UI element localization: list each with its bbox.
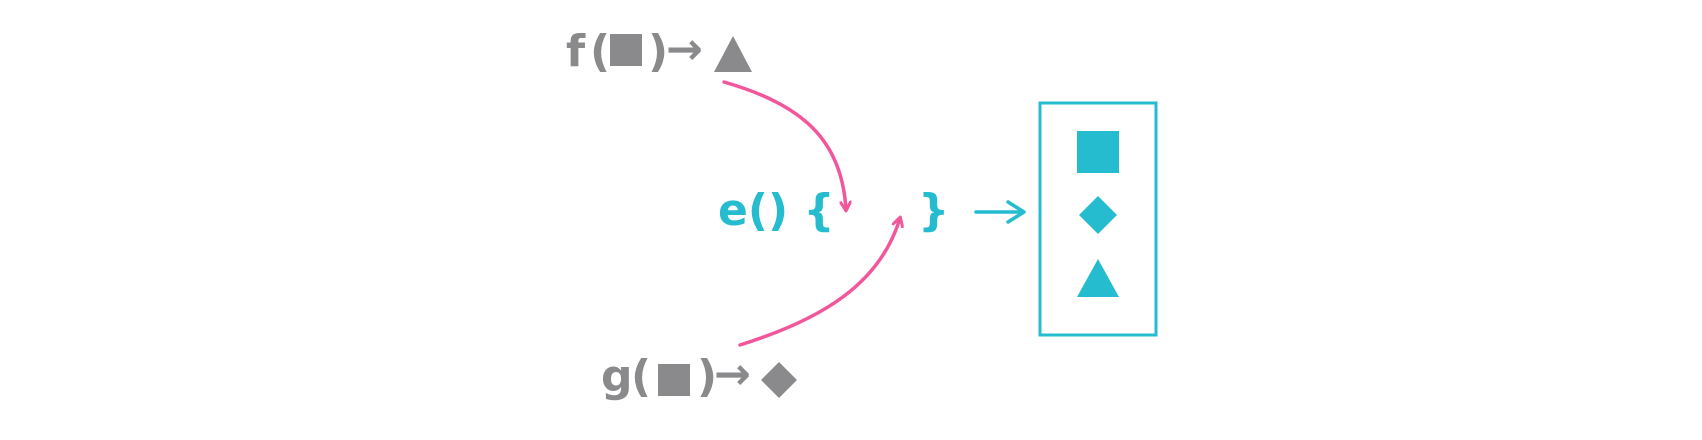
function-f-name: f: [566, 26, 586, 77]
result-box-frame: [1038, 101, 1158, 337]
function-f-close-paren: ): [648, 26, 668, 77]
function-f-input-square-icon: [610, 34, 642, 66]
function-e-signature: e() {: [718, 185, 835, 236]
function-e: e() { }: [718, 185, 949, 236]
function-e-closing-brace: }: [918, 185, 949, 236]
result-box: [1038, 101, 1158, 337]
arrow-g-into-e: [738, 218, 900, 347]
function-g-close-paren: ): [697, 351, 717, 402]
function-g-arrow: →: [714, 349, 751, 400]
function-g-open-paren: (: [631, 351, 651, 402]
function-f: f ( ) →: [566, 24, 752, 77]
result-triangle-icon: [1077, 259, 1119, 297]
function-f-arrow: →: [666, 24, 703, 75]
output-arrow: [974, 200, 1026, 224]
result-square-icon: [1077, 131, 1119, 173]
result-diamond-icon: [1079, 196, 1117, 234]
function-g-input-square-icon: [658, 364, 690, 396]
function-g-output-diamond-icon: [761, 362, 797, 398]
function-g-name: g: [601, 351, 633, 402]
function-f-output-triangle-icon: [714, 36, 752, 72]
function-f-open-paren: (: [590, 26, 610, 77]
arrow-f-into-e: [722, 80, 846, 210]
function-g: g ( ) →: [601, 349, 797, 402]
